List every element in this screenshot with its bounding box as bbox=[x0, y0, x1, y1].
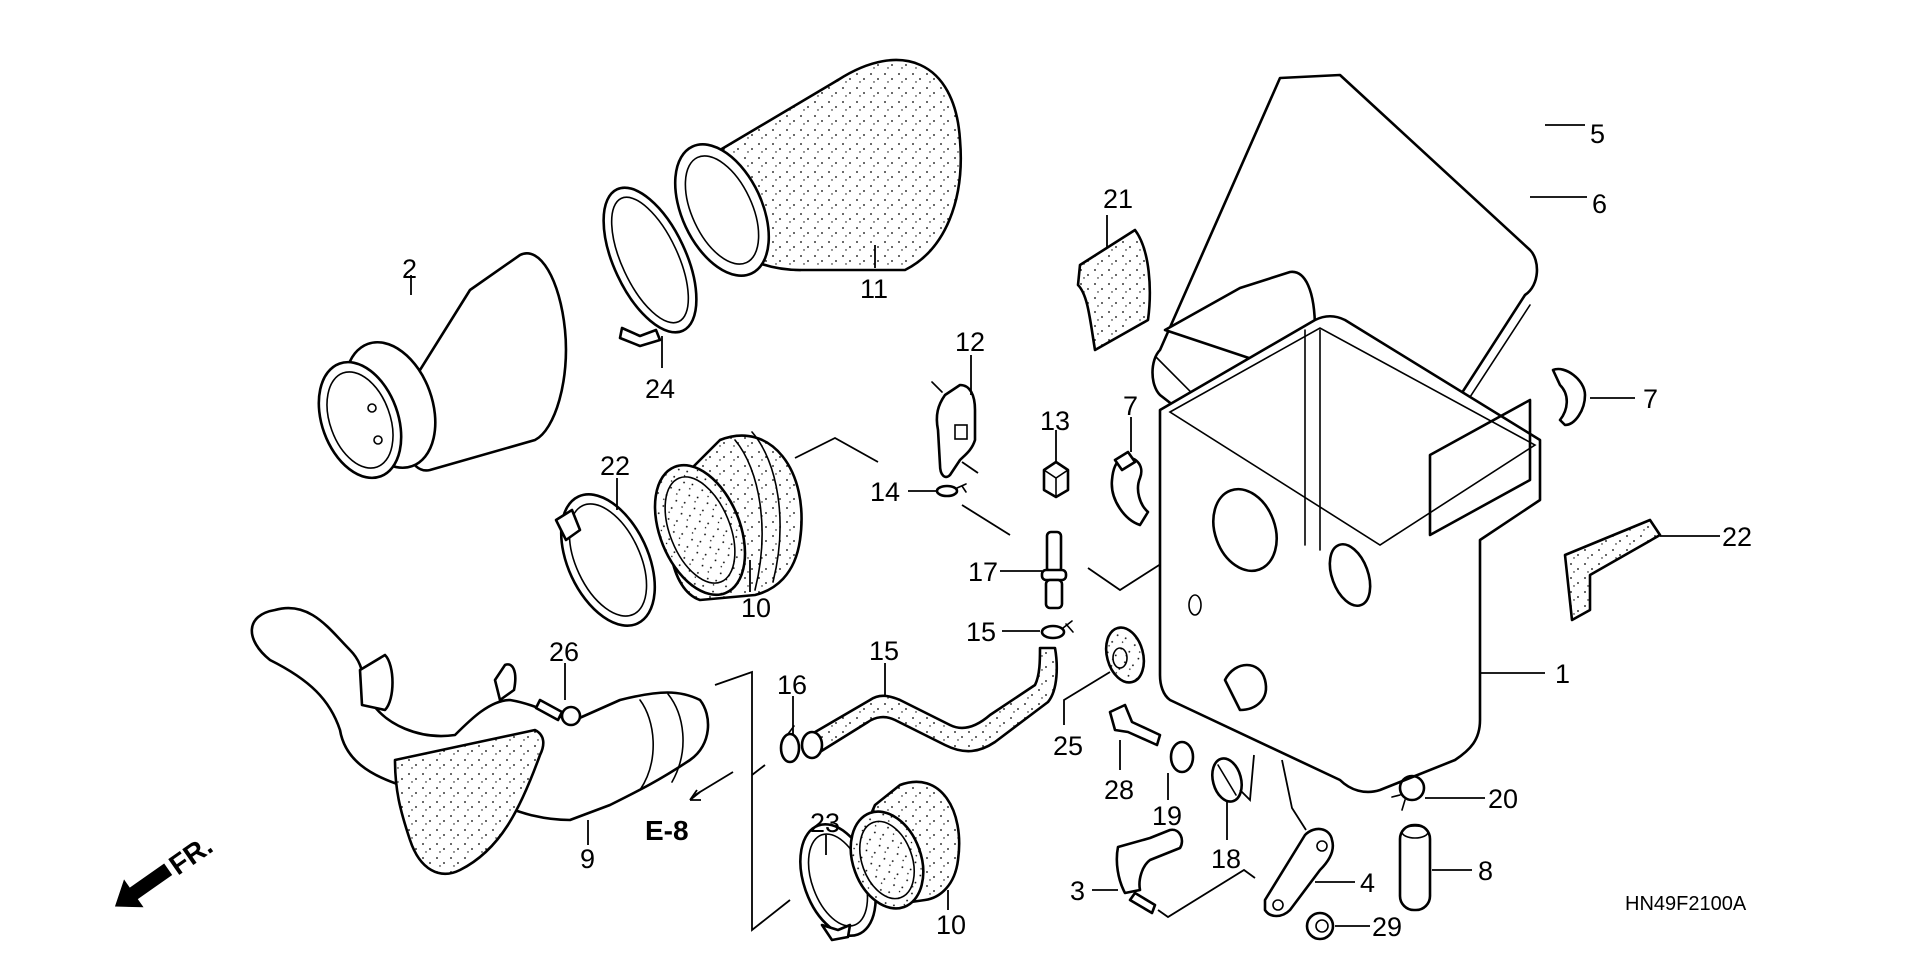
part-cover-clip-left[interactable] bbox=[1110, 450, 1150, 527]
callout-labels: 2 24 11 5 6 21 12 13 7 7 14 22 10 17 15 … bbox=[402, 119, 1752, 942]
callout-17[interactable]: 16 bbox=[777, 670, 807, 700]
diagram-code: HN49F2100A bbox=[1625, 893, 1747, 915]
callout-29[interactable]: 29 bbox=[1372, 912, 1402, 942]
callout-15-lower[interactable]: 15 bbox=[966, 617, 996, 647]
leader-13-15 bbox=[961, 461, 979, 474]
callout-23[interactable]: 25 bbox=[1053, 731, 1083, 761]
part-tube-clip[interactable] bbox=[1391, 774, 1426, 811]
part-pre-filter-cover[interactable] bbox=[656, 58, 963, 290]
part-band-clamp-lower[interactable] bbox=[786, 814, 890, 946]
callout-22-upper[interactable]: 21 bbox=[1103, 184, 1133, 214]
part-flange-nut[interactable] bbox=[1305, 911, 1335, 941]
leader-20-case bbox=[1239, 754, 1255, 802]
part-foam-pad-right[interactable] bbox=[1563, 518, 1662, 622]
part-intake-duct[interactable] bbox=[250, 606, 710, 876]
part-flange-bolt[interactable] bbox=[1108, 703, 1162, 747]
part-breather-separator[interactable] bbox=[931, 381, 977, 479]
callout-3[interactable]: 3 bbox=[1070, 876, 1085, 906]
callout-12[interactable]: 11 bbox=[860, 274, 888, 304]
callout-4[interactable]: 4 bbox=[1360, 868, 1375, 898]
callout-14[interactable]: 13 bbox=[1040, 406, 1070, 436]
leader-11-15 bbox=[794, 436, 879, 463]
callout-16[interactable]: 15 bbox=[869, 636, 899, 666]
part-collar[interactable] bbox=[1169, 740, 1195, 774]
front-arrow-icon bbox=[114, 863, 173, 908]
callout-20[interactable]: 18 bbox=[1211, 844, 1241, 874]
part-hose-clip-upper[interactable] bbox=[935, 483, 967, 498]
part-cover-clip-right[interactable] bbox=[1551, 367, 1587, 427]
callout-19[interactable]: 17 bbox=[968, 557, 998, 587]
leader-4-case bbox=[1281, 759, 1307, 831]
callout-21[interactable]: 19 bbox=[1152, 801, 1182, 831]
callout-10[interactable]: 10 bbox=[936, 910, 966, 940]
part-trim-clip[interactable] bbox=[534, 698, 582, 727]
part-rubber-block[interactable] bbox=[1042, 460, 1070, 499]
part-stay-bracket-b[interactable] bbox=[1263, 827, 1335, 918]
part-mount-rubber[interactable] bbox=[1208, 755, 1246, 805]
callout-13[interactable]: 12 bbox=[955, 327, 985, 357]
part-stay-bracket-a[interactable] bbox=[1115, 828, 1184, 915]
callout-7-right[interactable]: 7 bbox=[1643, 384, 1658, 414]
part-grommet[interactable] bbox=[1100, 623, 1149, 686]
callout-26[interactable]: 22 bbox=[600, 451, 630, 481]
part-hose-joint[interactable] bbox=[1040, 530, 1068, 610]
reference-bracket bbox=[689, 670, 791, 932]
callout-27[interactable]: 24 bbox=[645, 374, 675, 404]
part-hose-clip-lower[interactable] bbox=[1040, 620, 1074, 640]
part-breather-hose[interactable] bbox=[800, 646, 1059, 760]
callout-6[interactable]: 6 bbox=[1592, 189, 1607, 219]
callout-11[interactable]: 10 bbox=[741, 593, 771, 623]
leader-lines bbox=[410, 124, 1720, 927]
callout-2[interactable]: 2 bbox=[402, 254, 417, 284]
callout-25[interactable]: 23 bbox=[810, 808, 840, 838]
part-band-clamp-middle[interactable] bbox=[542, 480, 674, 641]
callout-5[interactable]: 5 bbox=[1590, 119, 1605, 149]
callout-28[interactable]: 28 bbox=[1104, 775, 1134, 805]
front-direction-indicator: FR. bbox=[114, 830, 218, 908]
callout-7-left[interactable]: 7 bbox=[1123, 391, 1138, 421]
leader-15-19 bbox=[961, 504, 1011, 536]
part-connecting-boot[interactable] bbox=[637, 431, 803, 608]
part-foam-pad-upper[interactable] bbox=[1076, 228, 1152, 352]
part-band-clamp-upper[interactable] bbox=[584, 174, 715, 348]
callout-1[interactable]: 1 bbox=[1555, 659, 1570, 689]
part-drain-tube[interactable] bbox=[1398, 823, 1432, 912]
front-label: FR. bbox=[163, 830, 218, 881]
part-clip[interactable] bbox=[779, 725, 801, 764]
part-air-cleaner-case[interactable] bbox=[1158, 270, 1542, 794]
callout-9[interactable]: 9 bbox=[580, 844, 595, 874]
callout-8[interactable]: 8 bbox=[1478, 856, 1493, 886]
callout-15-upper[interactable]: 14 bbox=[870, 477, 900, 507]
callout-22-right[interactable]: 22 bbox=[1722, 522, 1752, 552]
leader-3-4 bbox=[1157, 868, 1256, 919]
callout-18[interactable]: 20 bbox=[1488, 784, 1518, 814]
callout-24[interactable]: 26 bbox=[549, 637, 579, 667]
part-connecting-tube[interactable] bbox=[838, 780, 961, 919]
part-air-cleaner-element[interactable] bbox=[304, 252, 568, 489]
reference-callout-e8[interactable]: E-8 bbox=[645, 815, 689, 846]
